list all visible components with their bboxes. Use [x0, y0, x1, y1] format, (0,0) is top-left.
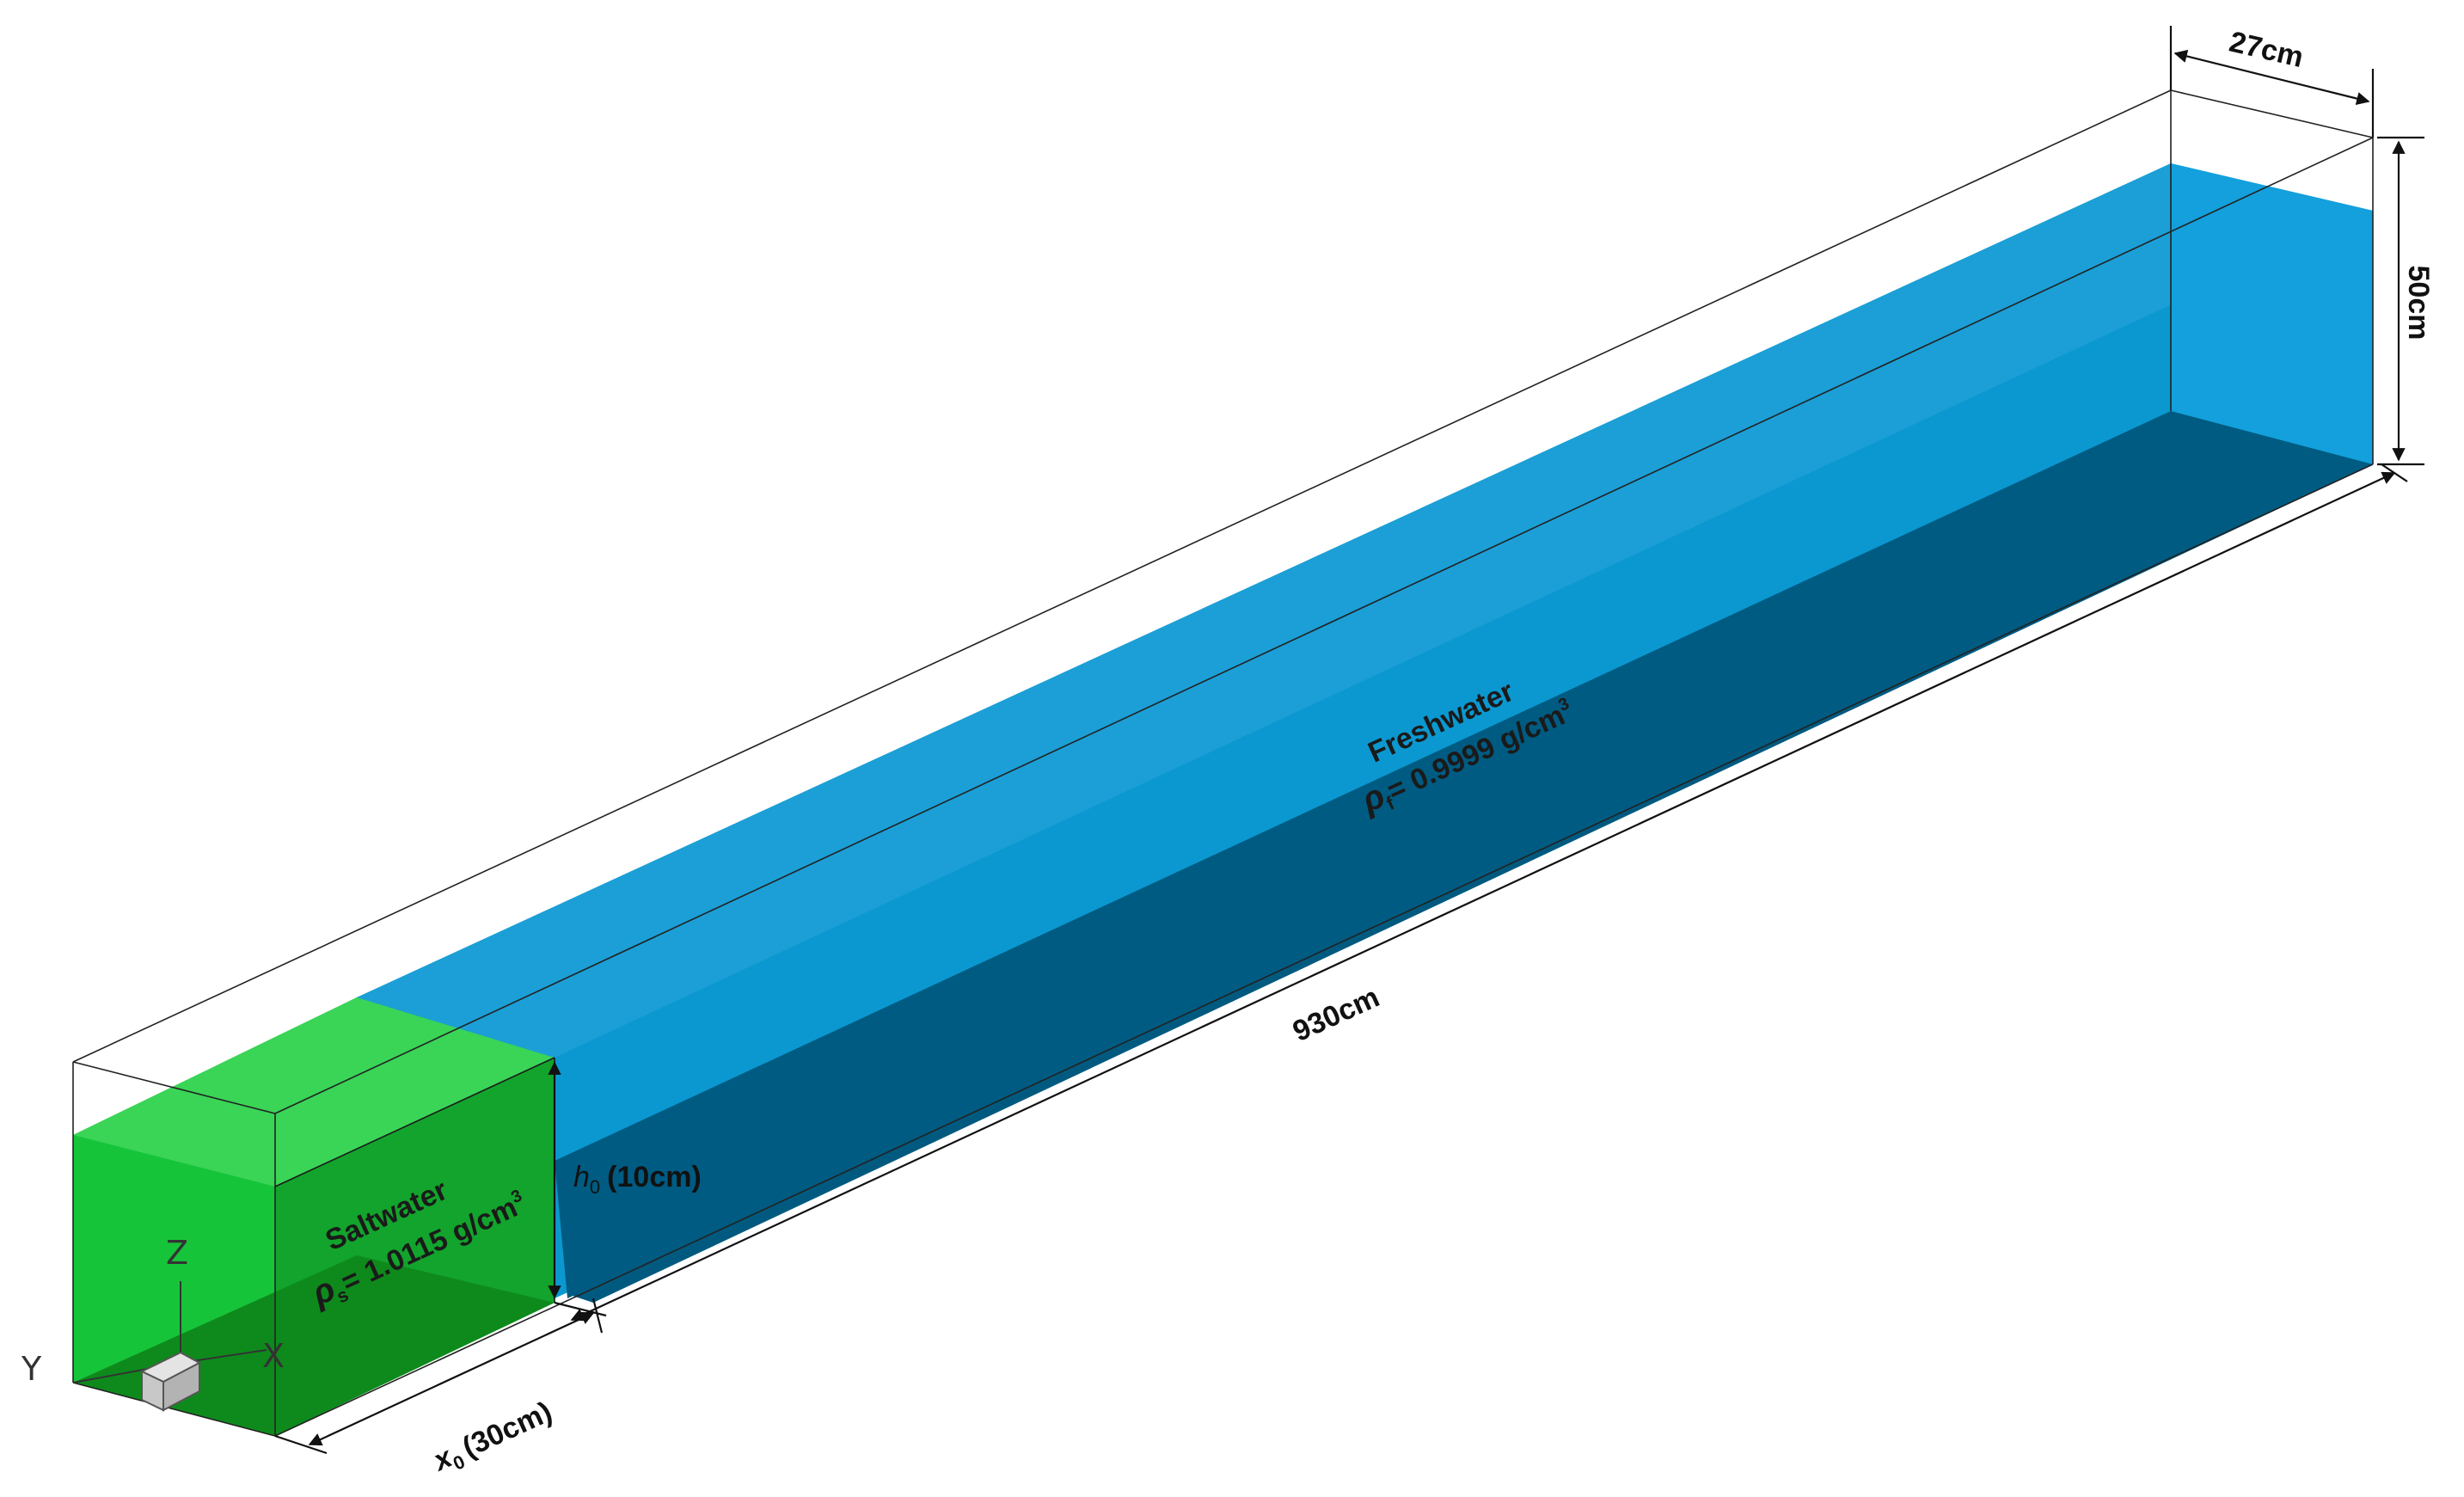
length-label: 930cm	[1288, 981, 1384, 1048]
h0-dimension: h0 (10cm)	[548, 1061, 702, 1299]
axis-x-label: X	[262, 1337, 285, 1375]
width-label: 27cm	[2226, 26, 2306, 75]
h0-value: (10cm)	[607, 1161, 702, 1193]
saltwater-top-face	[73, 997, 555, 1187]
h0-subscript: 0	[590, 1176, 600, 1198]
h0-label: h0 (10cm)	[573, 1161, 702, 1198]
axes-triad: Z X Y	[21, 1234, 285, 1412]
height-label: 50cm	[2402, 266, 2435, 341]
x0-label: x0(30cm)	[427, 1396, 559, 1482]
freshwater-body	[357, 163, 2373, 1303]
axis-z-label: Z	[166, 1234, 188, 1272]
axis-y-label: Y	[21, 1350, 42, 1388]
freshwater-end-face	[2171, 163, 2373, 464]
origin-cube-icon	[139, 1351, 202, 1412]
h0-symbol: h	[573, 1161, 590, 1193]
width-dimension: 27cm	[2169, 26, 2375, 138]
x0-value: (30cm)	[457, 1396, 556, 1464]
height-dimension: 50cm	[2377, 136, 2435, 466]
